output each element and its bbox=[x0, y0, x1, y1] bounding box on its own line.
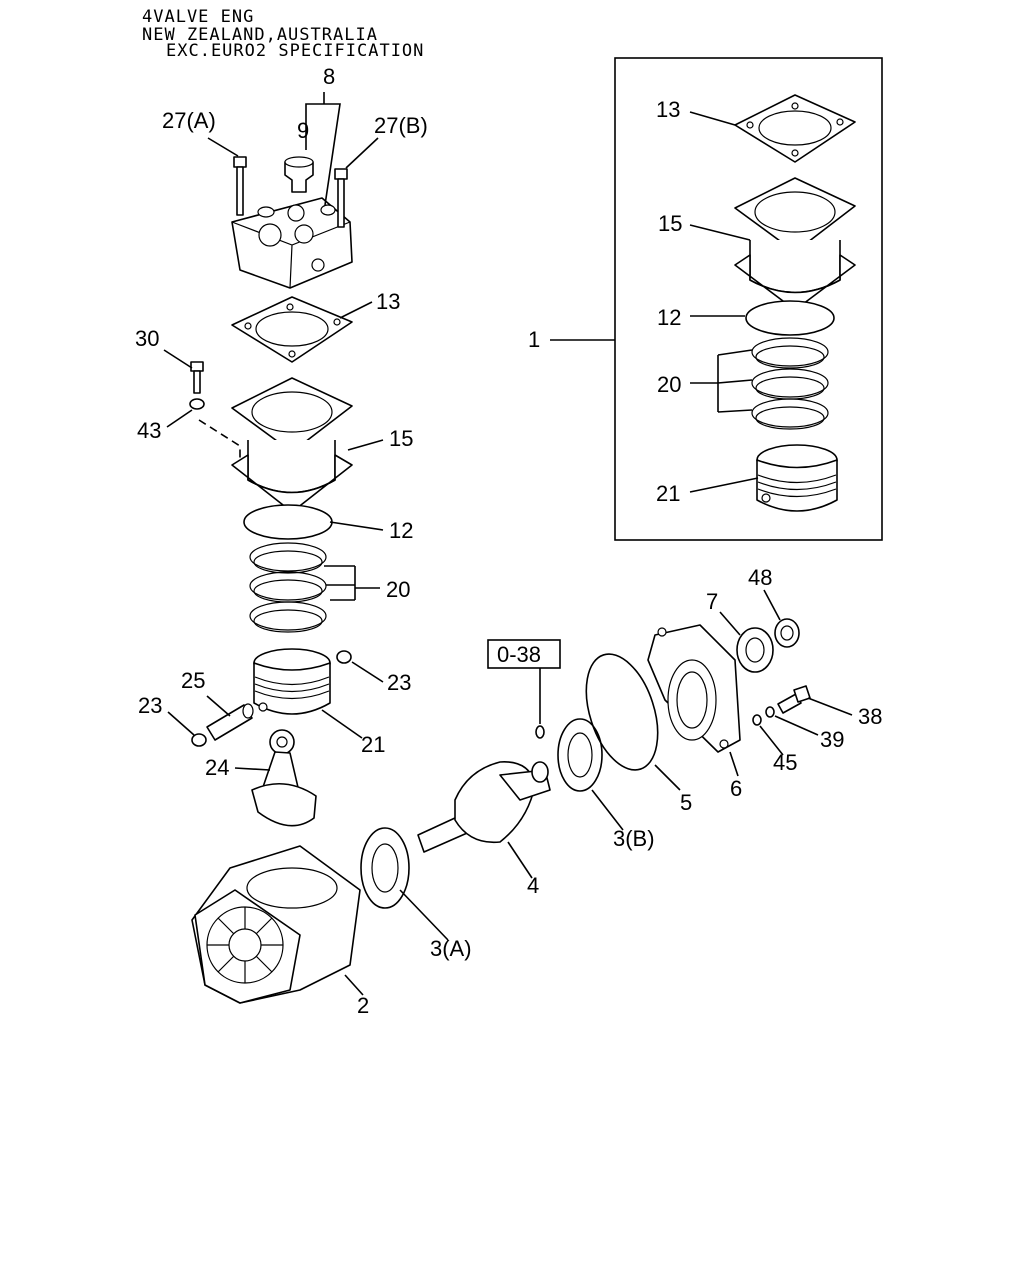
callout-6: 6 bbox=[730, 776, 742, 801]
key-0-38 bbox=[535, 725, 545, 739]
plug-9 bbox=[284, 156, 314, 193]
gasket-12-inset bbox=[745, 300, 835, 336]
callout-15-inset: 15 bbox=[658, 211, 682, 236]
callout-labels: 8 27(A) 27(B) 9 13 30 43 15 12 20 23 25 … bbox=[135, 64, 882, 1018]
callout-48: 48 bbox=[748, 565, 772, 590]
callout-30: 30 bbox=[135, 326, 159, 351]
callout-21-left: 21 bbox=[361, 732, 385, 757]
gasket-12-left bbox=[243, 504, 333, 540]
bearing-3b bbox=[557, 718, 603, 792]
piston-21-left bbox=[253, 648, 331, 715]
callout-21-inset: 21 bbox=[656, 481, 680, 506]
callout-23-left: 23 bbox=[138, 693, 162, 718]
washer-43 bbox=[189, 398, 205, 410]
callout-27b: 27(B) bbox=[374, 113, 428, 138]
seal-7 bbox=[736, 627, 774, 673]
callout-3a: 3(A) bbox=[430, 936, 472, 961]
cylinder-15-left bbox=[231, 377, 353, 513]
piston-rings-20-left bbox=[249, 542, 327, 633]
crankshaft-4 bbox=[417, 761, 551, 853]
header-line-3: EXC.EURO2 SPECIFICATION bbox=[166, 41, 424, 61]
bolt-27a bbox=[233, 156, 247, 216]
leader-lines bbox=[163, 92, 853, 996]
washer-48 bbox=[774, 618, 800, 648]
dash-line-43 bbox=[198, 419, 241, 470]
callout-2: 2 bbox=[357, 993, 369, 1018]
washer-39 bbox=[765, 706, 775, 718]
connecting-rod-24 bbox=[251, 729, 317, 827]
callout-20-left: 20 bbox=[386, 577, 410, 602]
callout-7: 7 bbox=[706, 589, 718, 614]
piston-rings-20-inset bbox=[751, 337, 829, 430]
callout-39: 39 bbox=[820, 727, 844, 752]
callout-13-left: 13 bbox=[376, 289, 400, 314]
gasket-13-left bbox=[231, 296, 353, 363]
washer-45 bbox=[752, 714, 762, 726]
callout-20-inset: 20 bbox=[657, 372, 681, 397]
callout-25: 25 bbox=[181, 668, 205, 693]
callout-23-right: 23 bbox=[387, 670, 411, 695]
reference-box bbox=[487, 639, 561, 669]
callout-1: 1 bbox=[528, 327, 540, 352]
bolt-30 bbox=[190, 361, 204, 394]
circlip-23-left bbox=[191, 733, 207, 747]
callout-15-left: 15 bbox=[389, 426, 413, 451]
callout-43: 43 bbox=[137, 418, 161, 443]
callout-27a: 27(A) bbox=[162, 108, 216, 133]
cylinder-15-inset bbox=[734, 177, 856, 311]
callout-24: 24 bbox=[205, 755, 229, 780]
inset-box-assembly-1 bbox=[614, 57, 883, 541]
callout-4: 4 bbox=[527, 873, 539, 898]
callout-8: 8 bbox=[323, 64, 335, 89]
reference-box-label: 0-38 bbox=[497, 642, 541, 667]
circlip-23-right bbox=[336, 650, 352, 664]
callout-12-inset: 12 bbox=[657, 305, 681, 330]
bearing-cover-6 bbox=[647, 624, 741, 753]
bolt-38 bbox=[777, 685, 811, 714]
crankcase-2 bbox=[191, 845, 361, 1004]
o-ring-5 bbox=[585, 653, 659, 771]
piston-pin-25 bbox=[206, 703, 254, 741]
bearing-3a bbox=[360, 827, 410, 909]
cylinder-head bbox=[231, 197, 353, 289]
callout-9: 9 bbox=[297, 118, 309, 143]
bolt-27b bbox=[334, 168, 348, 228]
piston-21-inset bbox=[756, 444, 838, 512]
callout-13-inset: 13 bbox=[656, 97, 680, 122]
callout-45: 45 bbox=[773, 750, 797, 775]
header: 4VALVE ENG NEW ZEALAND,AUSTRALIA EXC.EUR… bbox=[142, 7, 424, 61]
header-line-1: 4VALVE ENG bbox=[142, 7, 254, 27]
gasket-13-inset bbox=[734, 94, 856, 163]
callout-38: 38 bbox=[858, 704, 882, 729]
callout-12-left: 12 bbox=[389, 518, 413, 543]
callout-5: 5 bbox=[680, 790, 692, 815]
callout-3b: 3(B) bbox=[613, 826, 655, 851]
header-line-2: NEW ZEALAND,AUSTRALIA bbox=[142, 25, 378, 45]
